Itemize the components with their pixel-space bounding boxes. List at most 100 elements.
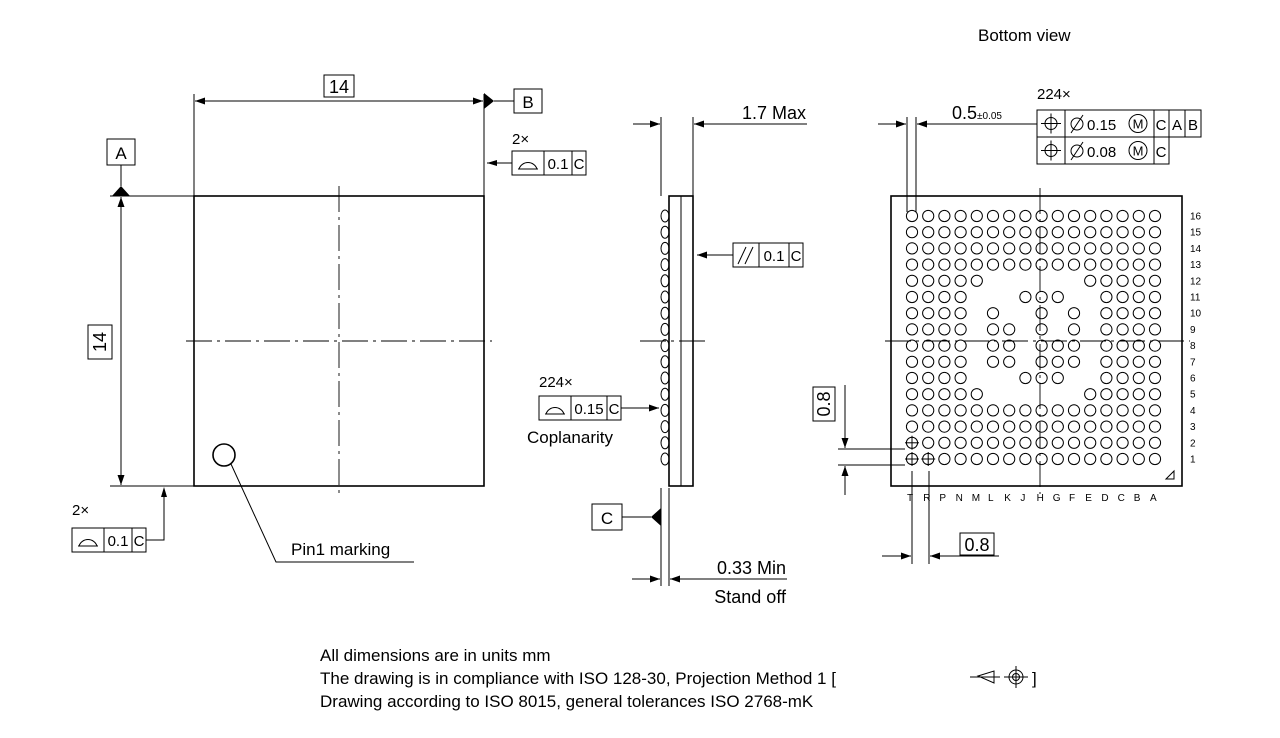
svg-text:C: C: [1156, 144, 1167, 161]
solder-ball: [1132, 226, 1145, 239]
row-label: 3: [1190, 422, 1196, 433]
svg-text:0.1: 0.1: [108, 533, 129, 550]
solder-ball: [1003, 404, 1016, 417]
solder-ball: [922, 404, 935, 417]
solder-ball: [1100, 371, 1113, 385]
solder-ball: [954, 452, 967, 466]
standoff-value: 0.33 Min: [717, 558, 786, 578]
solder-ball: [1132, 323, 1145, 336]
solder-ball: [986, 209, 1000, 223]
solder-ball: [905, 307, 919, 320]
column-label: J: [1020, 493, 1025, 504]
side-solder-ball: [660, 241, 670, 255]
solder-ball: [1100, 323, 1113, 336]
projection-method-1-icon: [970, 666, 1028, 688]
solder-ball: [1035, 452, 1048, 466]
solder-ball: [922, 339, 935, 352]
pitch-horizontal: 0.8: [964, 535, 989, 555]
solder-ball: [986, 404, 1000, 417]
solder-ball: [905, 323, 919, 336]
solder-ball: [954, 258, 967, 271]
coplanarity-count: 224×: [539, 374, 573, 391]
column-label: P: [939, 493, 946, 504]
solder-ball: [922, 242, 935, 255]
corner-marker: [1164, 469, 1175, 480]
solder-ball: [1100, 355, 1113, 368]
svg-text:M: M: [1133, 117, 1144, 132]
solder-ball: [986, 226, 1000, 239]
solder-ball: [1019, 452, 1032, 466]
solder-ball: [1148, 323, 1162, 336]
solder-ball: [1116, 274, 1129, 287]
solder-ball: [970, 226, 983, 239]
solder-ball: [905, 274, 919, 287]
solder-ball: [905, 226, 919, 239]
column-label: F: [1069, 493, 1075, 504]
solder-ball: [1100, 420, 1113, 433]
solder-ball: [1035, 242, 1048, 255]
solder-ball: [986, 355, 1000, 368]
solder-ball: [970, 209, 983, 223]
column-label: A: [1150, 493, 1157, 504]
solder-ball: [970, 388, 983, 401]
row-label: 4: [1190, 406, 1196, 417]
solder-ball: [970, 436, 983, 449]
solder-ball: [1051, 339, 1064, 352]
solder-ball: [922, 290, 935, 304]
solder-ball: [1116, 371, 1129, 385]
solder-ball: [905, 388, 919, 401]
solder-ball: [986, 436, 1000, 449]
solder-ball: [938, 209, 951, 223]
solder-ball: [938, 404, 951, 417]
solder-ball: [938, 355, 951, 368]
column-label: R: [923, 493, 930, 504]
solder-ball: [1148, 371, 1162, 385]
solder-ball: [922, 420, 935, 433]
solder-ball: [1132, 258, 1145, 271]
solder-ball: [954, 242, 967, 255]
solder-ball: [1067, 307, 1081, 320]
coplanarity-icon: [545, 407, 565, 415]
solder-ball: [1100, 258, 1113, 271]
solder-ball: [905, 339, 919, 352]
solder-ball: [1132, 274, 1145, 287]
column-label: N: [956, 493, 963, 504]
solder-ball: [1035, 307, 1048, 320]
solder-ball: [938, 323, 951, 336]
column-label: T: [907, 493, 913, 504]
solder-ball: [970, 258, 983, 271]
solder-ball: [1116, 242, 1129, 255]
solder-ball: [1116, 436, 1129, 449]
solder-ball: [938, 339, 951, 352]
row-label: 9: [1190, 325, 1196, 336]
parallelism-icon: [737, 246, 747, 265]
solder-ball: [1132, 339, 1145, 352]
datum-b-triangle: [484, 93, 494, 109]
solder-ball: [1148, 452, 1162, 466]
solder-ball: [954, 420, 967, 433]
solder-ball: [1148, 420, 1162, 433]
solder-ball: [1051, 242, 1064, 255]
solder-ball: [1067, 323, 1081, 336]
profile-tolerance-frame-top: 0.1 C: [511, 150, 587, 176]
solder-ball: [1051, 404, 1064, 417]
solder-ball: [1148, 436, 1162, 449]
solder-ball: [1148, 307, 1162, 320]
column-label: C: [1118, 493, 1125, 504]
datum-a-label: A: [115, 144, 127, 163]
row-label: 16: [1190, 212, 1202, 223]
row-label: 6: [1190, 374, 1196, 385]
solder-ball: [1100, 436, 1113, 449]
solder-ball: [922, 274, 935, 287]
solder-ball: [922, 371, 935, 385]
solder-ball: [1148, 355, 1162, 368]
solder-ball: [954, 226, 967, 239]
solder-ball: [1035, 404, 1048, 417]
side-solder-ball: [660, 371, 670, 385]
bottom-view-label: Bottom view: [978, 26, 1071, 45]
solder-ball: [954, 274, 967, 287]
solder-ball: [1100, 388, 1113, 401]
solder-ball: [1100, 290, 1113, 304]
solder-ball: [986, 420, 1000, 433]
